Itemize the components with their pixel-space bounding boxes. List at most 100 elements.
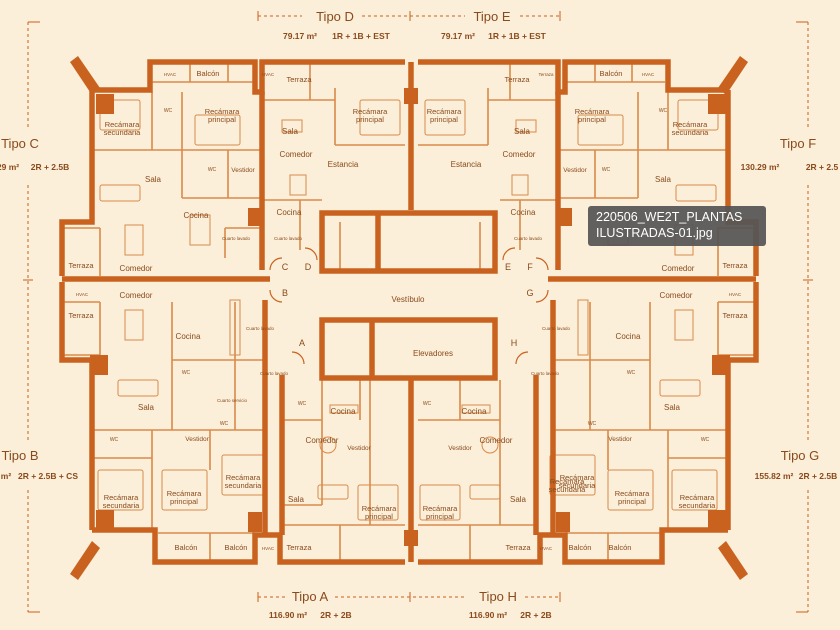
room-label-e-terraza: Terraza <box>504 75 530 84</box>
door-letter-a: A <box>299 338 305 348</box>
unit-program-tipo-b: 2R + 2.5B + CS <box>18 471 78 481</box>
structural-walls <box>59 59 759 565</box>
door-letter-e: E <box>505 262 511 272</box>
filename-line-2: ILUSTRADAS-01.jpg <box>596 226 713 240</box>
door-letter-d: D <box>305 262 312 272</box>
unit-title-tipo-c: Tipo C <box>1 136 39 151</box>
unit-title-tipo-a: Tipo A <box>292 589 329 604</box>
room-label-a-balcon: Balcón <box>225 543 248 552</box>
room-label-tr-wc: WC <box>659 108 668 114</box>
room-label-d-estancia: Estancia <box>328 160 359 169</box>
room-label-d-cocina: Cocina <box>277 208 302 217</box>
door-letter-b: B <box>282 288 288 298</box>
room-label-br-terraza: Terraza <box>722 311 748 320</box>
room-label-h-comedor: Comedor <box>480 436 513 445</box>
image-filename-tooltip: 220506_WE2T_PLANTAS ILUSTRADAS-01.jpg <box>588 206 766 246</box>
room-label-tl-wc: WC <box>164 108 173 114</box>
unit-area-tipo-a: 116.90 m² <box>269 610 307 620</box>
room-label-e-cuarto: Cuarto lavado <box>514 236 543 241</box>
room-label-tl-cuarto: Cuarto lavado <box>222 236 251 241</box>
room-label-bl-comedor: Comedor <box>120 291 153 300</box>
unit-area-tipo-b: m² <box>1 471 12 481</box>
room-label-tr-hvac: HVAC <box>642 72 655 77</box>
room-label-tr-vestidor: Vestidor <box>563 167 587 174</box>
room-label-br-vestidor: Vestidor <box>608 436 632 443</box>
room-label-h-hvac: HVAC <box>540 546 553 551</box>
room-label-tr-terraza2: Terraza <box>722 261 748 270</box>
room-label-tl-comedor: Comedor <box>120 264 153 273</box>
door-letter-g: G <box>526 288 533 298</box>
room-label-bl-sala: Sala <box>138 403 155 412</box>
room-label-tl-terraza: Terraza <box>68 261 94 270</box>
room-label-a-hvac: HVAC <box>262 546 275 551</box>
unit-area-tipo-c: 29 m² <box>0 162 19 172</box>
room-label-br-wc: WC <box>627 370 636 376</box>
room-label-d-terraza: Terraza <box>286 75 312 84</box>
filename-line-1: 220506_WE2T_PLANTAS <box>596 210 743 224</box>
room-label-bl-balcon: Balcón <box>175 543 198 552</box>
unit-title-tipo-f: Tipo F <box>780 136 816 151</box>
dimension-guides <box>23 11 813 613</box>
room-label-tr-comedor: Comedor <box>662 264 695 273</box>
room-label-tr-wc2: WC <box>602 167 611 173</box>
room-label-br-cocina: Cocina <box>616 332 641 341</box>
unit-area-tipo-e: 79.17 m² <box>441 31 475 41</box>
room-label-bl-wc: WC <box>182 370 191 376</box>
room-label-tr-terraza: Terraza <box>538 72 554 77</box>
room-label-e-sala: Sala <box>514 127 531 136</box>
room-label-tl-vestidor: Vestidor <box>231 167 255 174</box>
room-label-d-comedor: Comedor <box>280 150 313 159</box>
unit-program-tipo-g: 2R + 2.5B <box>799 471 838 481</box>
core-vestibulo: Vestíbulo <box>392 295 425 304</box>
room-label-h-vestidor: Vestidor <box>448 445 472 452</box>
room-label-bl-wc3: WC <box>110 437 119 443</box>
room-label-br-cuarto: Cuarto lavado <box>542 326 571 331</box>
unit-area-tipo-d: 79.17 m² <box>283 31 317 41</box>
room-label-br-comedor: Comedor <box>660 291 693 300</box>
unit-title-tipo-e: Tipo E <box>473 9 510 24</box>
room-label-tl-hvac: HVAC <box>164 72 177 77</box>
room-label-bl-cuarto: Cuarto lavado <box>246 326 275 331</box>
unit-area-tipo-h: 116.90 m² <box>469 610 507 620</box>
unit-title-tipo-b: Tipo B <box>1 448 38 463</box>
room-label-bl-hvac: HVAC <box>76 292 89 297</box>
unit-title-tipo-g: Tipo G <box>781 448 820 463</box>
room-label-d-cuarto: Cuarto lavado <box>274 236 303 241</box>
room-label-bl-wc2: WC <box>220 421 229 427</box>
room-label-br-sala: Sala <box>664 403 681 412</box>
doors <box>269 247 549 365</box>
room-label-tl-cocina: Cocina <box>184 211 209 220</box>
unit-area-tipo-g: 155.82 m² <box>755 471 794 481</box>
unit-program-tipo-h: 2R + 2B <box>520 610 551 620</box>
room-label-a-vestidor: Vestidor <box>347 445 371 452</box>
door-letter-h: H <box>511 338 518 348</box>
room-label-e-cocina: Cocina <box>511 208 536 217</box>
unit-title-tipo-h: Tipo H <box>479 589 517 604</box>
room-label-br-wc2: WC <box>588 421 597 427</box>
room-label-br-balcon: Balcón <box>609 543 632 552</box>
room-label-br-wc3: WC <box>701 437 710 443</box>
room-label-tr-balcon: Balcón <box>600 69 623 78</box>
room-label-a-sala: Sala <box>288 495 305 504</box>
door-letter-f: F <box>527 262 533 272</box>
room-label-a-comedor: Comedor <box>306 436 339 445</box>
room-label-h-wc: WC <box>423 401 432 407</box>
room-label-a-wc: WC <box>298 401 307 407</box>
room-label-bl-cocina: Cocina <box>176 332 201 341</box>
door-letter-c: C <box>282 262 289 272</box>
room-label-tl-sala: Sala <box>145 175 162 184</box>
unit-title-tipo-d: Tipo D <box>316 9 354 24</box>
unit-program-tipo-d: 1R + 1B + EST <box>332 31 390 41</box>
room-label-h-sala: Sala <box>510 495 527 504</box>
